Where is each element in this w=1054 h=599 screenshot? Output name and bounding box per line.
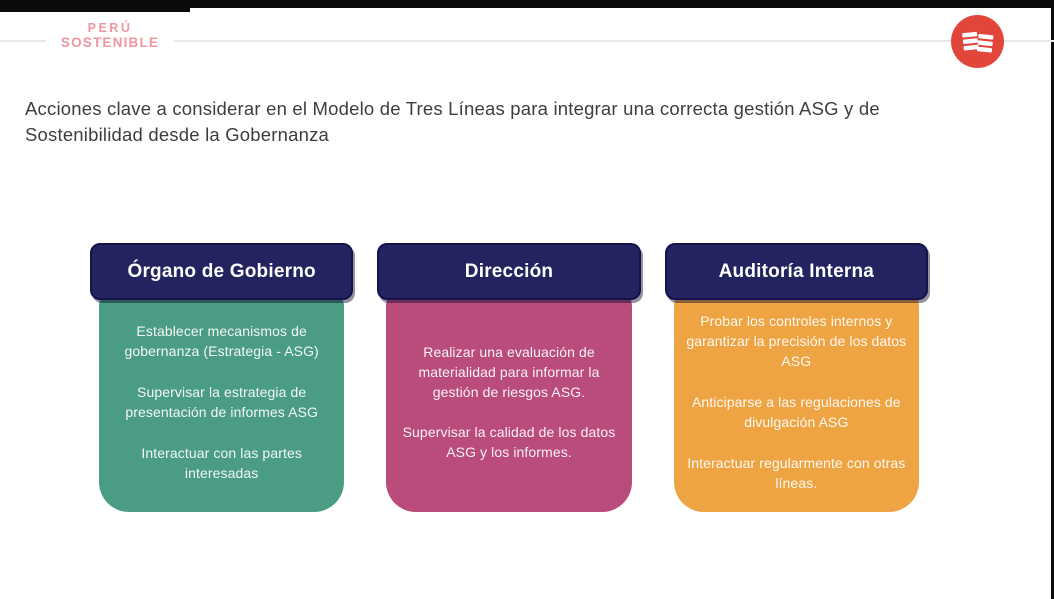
- header-divider-line: [0, 40, 1054, 42]
- card-item: Supervisar la calidad de los datos ASG y…: [402, 424, 616, 461]
- peru-sostenible-logo: PERÚ SOSTENIBLE: [46, 21, 174, 50]
- flag-stripes-icon: [951, 15, 1004, 68]
- card-organo-de-gobierno: Establecer mecanismos de gobernanza (Est…: [99, 288, 345, 512]
- slide-title: Acciones clave a considerar en el Modelo…: [25, 98, 880, 145]
- column-auditoria-interna: Auditoría Interna Probar los controles i…: [664, 243, 928, 512]
- column-direccion: Dirección Realizar una evaluación de mat…: [377, 243, 641, 512]
- card-item: Interactuar con las partes interesadas: [141, 444, 302, 481]
- card-item: Probar los controles internos y garantiz…: [686, 313, 907, 370]
- card-item: Supervisar la estrategia de presentación…: [125, 384, 318, 420]
- card-item: Interactuar regularmente con otras línea…: [687, 454, 906, 491]
- card-item: Anticiparse a las regulaciones de divulg…: [691, 394, 901, 430]
- card-direccion: Realizar una evaluación de materialidad …: [386, 288, 632, 512]
- column-header-direccion: Dirección: [377, 243, 641, 300]
- right-edge-bar: [1051, 0, 1054, 599]
- top-black-bar-left-segment: [0, 0, 190, 12]
- column-header-organo-de-gobierno: Órgano de Gobierno: [90, 243, 354, 300]
- card-auditoria-interna: Probar los controles internos y garantiz…: [673, 288, 919, 512]
- three-lines-columns: Órgano de Gobierno Establecer mecanismos…: [90, 243, 928, 512]
- logo-line1: PERÚ: [87, 21, 133, 35]
- card-item: Realizar una evaluación de materialidad …: [418, 343, 600, 400]
- top-black-bar: [0, 0, 1054, 8]
- column-organo-de-gobierno: Órgano de Gobierno Establecer mecanismos…: [90, 243, 354, 512]
- column-header-auditoria-interna: Auditoría Interna: [664, 243, 928, 300]
- logo-line2: SOSTENIBLE: [60, 34, 160, 50]
- card-item: Establecer mecanismos de gobernanza (Est…: [124, 323, 319, 360]
